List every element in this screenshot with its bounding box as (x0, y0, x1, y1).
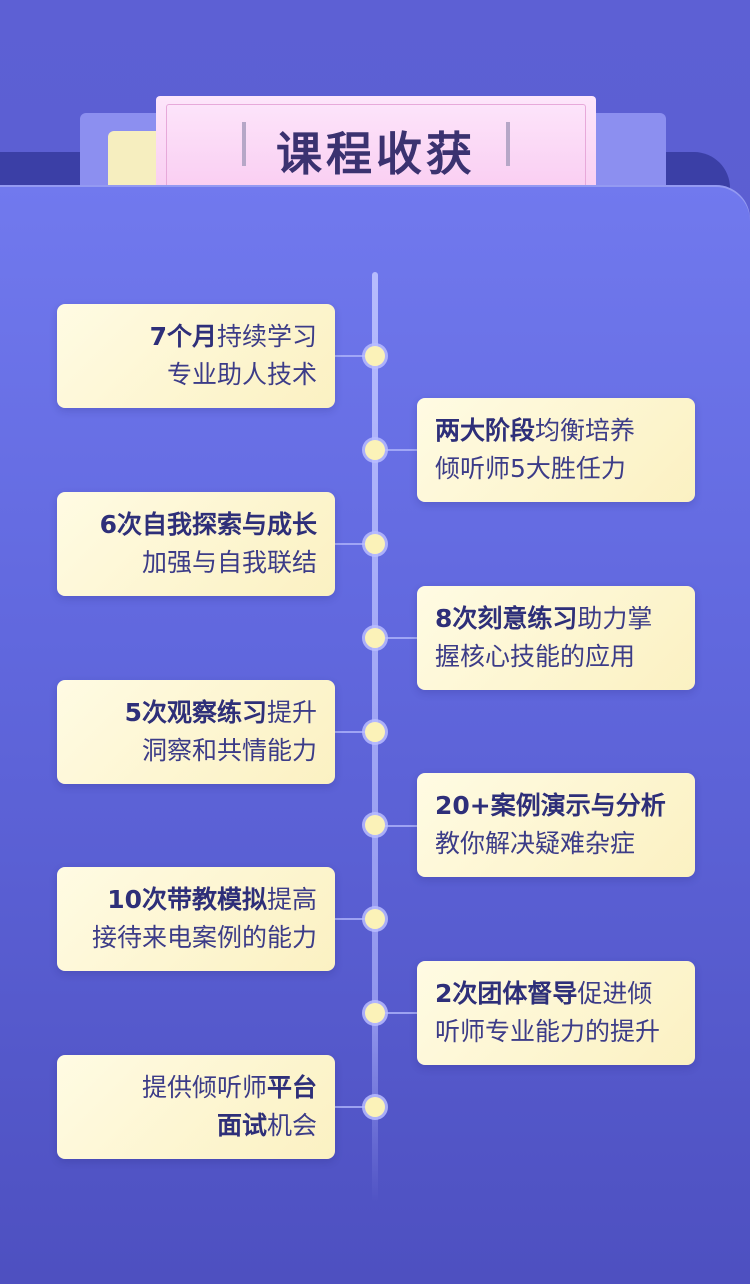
benefit-card: 2次团体督导促进倾 听师专业能力的提升 (417, 961, 695, 1065)
timeline-connector (376, 1012, 417, 1014)
title-card-border (166, 104, 586, 216)
benefit-line-1: 5次观察练习提升 (75, 694, 317, 732)
benefit-text: 促进倾 (577, 979, 653, 1008)
timeline-connector (376, 637, 417, 639)
benefit-line-2: 专业助人技术 (166, 360, 317, 389)
benefit-card: 5次观察练习提升 洞察和共情能力 (57, 680, 335, 784)
timeline-dot (365, 909, 385, 929)
benefit-highlight: 7个月 (149, 322, 217, 351)
timeline-dot (365, 628, 385, 648)
timeline-connector (376, 449, 417, 451)
benefit-line-1: 10次带教模拟提高 (75, 881, 317, 919)
benefit-text: 均衡培养 (535, 416, 636, 445)
timeline-dot (365, 815, 385, 835)
benefit-line-1: 两大阶段均衡培养 (435, 412, 677, 450)
benefit-highlight: 5次观察练习 (124, 698, 267, 727)
timeline-connector (376, 825, 417, 827)
benefit-line-2: 洞察和共情能力 (141, 736, 317, 765)
timeline-dot (365, 534, 385, 554)
title-right-bar (506, 122, 510, 166)
benefit-text: 机会 (266, 1111, 317, 1140)
timeline-connector (334, 918, 374, 920)
timeline-connector (334, 1106, 374, 1108)
benefit-line-1: 8次刻意练习助力掌 (435, 600, 677, 638)
benefit-line-1: 2次团体督导促进倾 (435, 975, 677, 1013)
benefit-card: 两大阶段均衡培养 倾听师5大胜任力 (417, 398, 695, 502)
benefit-highlight: 6次自我探索与成长 (99, 510, 317, 539)
benefit-line-1: 20+案例演示与分析 (435, 787, 677, 825)
benefit-line-2: 接待来电案例的能力 (91, 923, 317, 952)
benefit-text: 助力掌 (577, 604, 653, 633)
benefit-text: 提供倾听师 (141, 1073, 267, 1102)
timeline-connector (334, 543, 374, 545)
timeline-dot (365, 440, 385, 460)
benefit-text: 提高 (266, 885, 317, 914)
benefit-card: 7个月持续学习 专业助人技术 (57, 304, 335, 408)
benefit-line-1: 提供倾听师平台 (75, 1069, 317, 1107)
benefit-line-1: 6次自我探索与成长 (75, 506, 317, 544)
page-title: 课程收获 (276, 127, 476, 181)
benefit-line-2: 教你解决疑难杂症 (435, 829, 636, 858)
timeline-connector (334, 355, 374, 357)
benefit-line-1: 7个月持续学习 (75, 318, 317, 356)
benefit-text: 持续学习 (216, 322, 317, 351)
benefit-text: 提升 (266, 698, 317, 727)
benefit-line-2: 握核心技能的应用 (435, 642, 636, 671)
benefit-line-2: 倾听师5大胜任力 (435, 454, 626, 483)
benefit-highlight: 20+案例演示与分析 (435, 791, 666, 820)
benefit-line-2: 听师专业能力的提升 (435, 1017, 661, 1046)
benefit-highlight: 面试 (216, 1111, 267, 1140)
benefit-card: 20+案例演示与分析 教你解决疑难杂症 (417, 773, 695, 877)
timeline-connector (334, 731, 374, 733)
benefit-card: 8次刻意练习助力掌 握核心技能的应用 (417, 586, 695, 690)
benefit-highlight: 两大阶段 (435, 416, 536, 445)
benefit-card: 提供倾听师平台 面试机会 (57, 1055, 335, 1159)
benefit-highlight: 2次团体督导 (435, 979, 578, 1008)
timeline-dot (365, 1003, 385, 1023)
title-left-bar (242, 122, 246, 166)
benefit-card: 10次带教模拟提高 接待来电案例的能力 (57, 867, 335, 971)
benefit-card: 6次自我探索与成长 加强与自我联结 (57, 492, 335, 596)
benefit-line-2: 面试机会 (75, 1107, 317, 1145)
benefit-highlight: 8次刻意练习 (435, 604, 578, 633)
timeline-dot (365, 1097, 385, 1117)
timeline-dot (365, 722, 385, 742)
benefit-line-2: 加强与自我联结 (141, 548, 317, 577)
benefit-highlight: 10次带教模拟 (107, 885, 267, 914)
timeline-dot (365, 346, 385, 366)
benefit-highlight: 平台 (266, 1073, 317, 1102)
